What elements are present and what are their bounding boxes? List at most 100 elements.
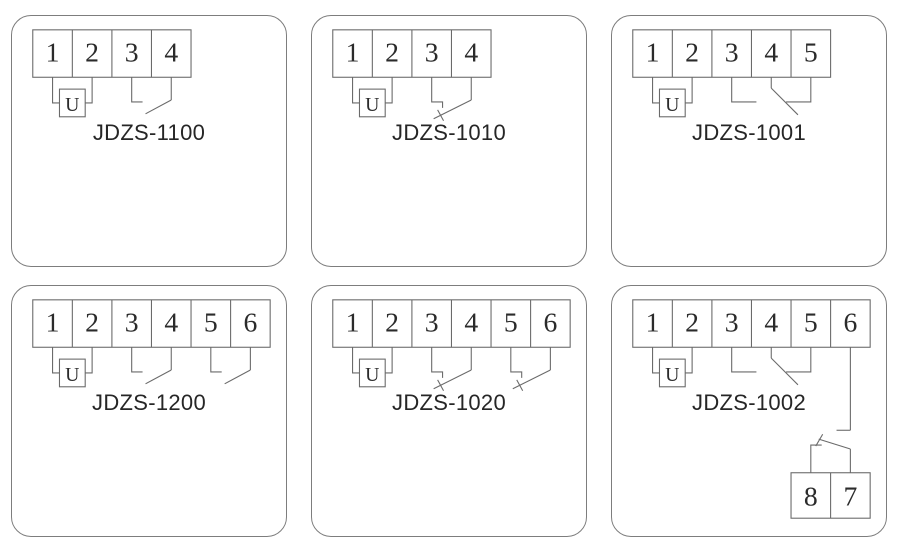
terminal-number: 5 — [804, 306, 818, 337]
coil-box — [58, 88, 86, 118]
contact-fixed-lead — [431, 77, 444, 108]
terminal-number: 2 — [685, 36, 699, 67]
terminal-number: 5 — [504, 306, 518, 337]
terminal-number: 1 — [346, 36, 360, 67]
contact-blade — [512, 369, 551, 390]
aux-contact-tick — [815, 433, 824, 447]
contact-blade — [770, 87, 799, 116]
coil-lead-right — [385, 347, 393, 374]
contact-fixed-lead — [731, 77, 757, 103]
terminal-number: 3 — [725, 306, 739, 337]
model-label: JDZS-1001 — [692, 120, 806, 145]
coil-letter: U — [665, 364, 679, 386]
terminal-number: 1 — [46, 306, 60, 337]
terminal-number: 4 — [464, 306, 478, 337]
contact-fixed-lead — [786, 77, 812, 103]
terminal-number: 7 — [843, 480, 857, 511]
contact-tick — [437, 109, 445, 121]
terminal-number: 1 — [646, 36, 660, 67]
coil-lead-left — [52, 77, 60, 104]
terminal-number: 4 — [164, 36, 178, 67]
coil-lead-left — [652, 347, 660, 374]
terminal-number: 2 — [85, 36, 99, 67]
terminal-number: 6 — [243, 306, 257, 337]
terminal-number: 3 — [425, 36, 439, 67]
contact-fixed-lead — [210, 347, 222, 373]
contact-blade — [433, 369, 472, 390]
terminal-number: 2 — [385, 306, 399, 337]
coil-lead-right — [385, 77, 393, 104]
model-label: JDZS-1002 — [692, 390, 806, 415]
contact-fixed-lead — [510, 347, 523, 378]
terminal-number: 2 — [85, 306, 99, 337]
model-label: JDZS-1200 — [92, 390, 206, 415]
contact-fixed-lead — [731, 347, 757, 373]
contact-blade — [433, 99, 472, 120]
contact-fixed-lead — [131, 347, 143, 373]
coil-lead-left — [352, 347, 360, 374]
terminal-number: 5 — [804, 36, 818, 67]
terminal-number: 4 — [764, 36, 778, 67]
terminal-strip — [632, 29, 832, 78]
coil-lead-right — [685, 347, 693, 374]
terminal-number: 1 — [346, 306, 360, 337]
coil-letter: U — [665, 94, 679, 116]
contact-tick — [437, 379, 445, 391]
contact-blade — [145, 369, 172, 385]
coil-lead-right — [685, 77, 693, 104]
coil-lead-left — [52, 347, 60, 374]
terminal-number: 1 — [46, 36, 60, 67]
terminal-number: 8 — [804, 480, 818, 511]
model-label: JDZS-1100 — [92, 120, 206, 145]
contact-fixed-lead — [131, 77, 143, 103]
model-label: JDZS-1020 — [392, 390, 506, 415]
terminal-number: 3 — [125, 306, 139, 337]
terminal-number: 6 — [543, 306, 557, 337]
coil-lead-left — [652, 77, 660, 104]
terminal-number: 3 — [125, 36, 139, 67]
coil-letter: U — [65, 364, 79, 386]
contact-blade — [770, 357, 799, 386]
coil-lead-left — [352, 77, 360, 104]
coil-box — [658, 358, 686, 388]
terminal-number: 4 — [764, 306, 778, 337]
contact-fixed-lead — [786, 347, 812, 373]
coil-letter: U — [365, 94, 379, 116]
terminal-number: 4 — [464, 36, 478, 67]
contact-blade — [145, 99, 172, 115]
coil-letter: U — [65, 94, 79, 116]
terminal-number: 2 — [385, 36, 399, 67]
contact-blade — [224, 369, 251, 385]
coil-lead-right — [85, 347, 93, 374]
terminal-number: 1 — [646, 306, 660, 337]
contact-tick — [516, 379, 524, 391]
terminal-number: 6 — [843, 306, 857, 337]
terminal-number: 3 — [725, 36, 739, 67]
aux-contact-blade — [818, 438, 851, 450]
coil-letter: U — [365, 364, 379, 386]
coil-box — [58, 358, 86, 388]
coil-box — [358, 358, 386, 388]
coil-box — [658, 88, 686, 118]
coil-box — [358, 88, 386, 118]
coil-lead-right — [85, 77, 93, 104]
terminal-number: 5 — [204, 306, 218, 337]
contact-fixed-lead — [431, 347, 444, 378]
model-label: JDZS-1010 — [392, 120, 506, 145]
